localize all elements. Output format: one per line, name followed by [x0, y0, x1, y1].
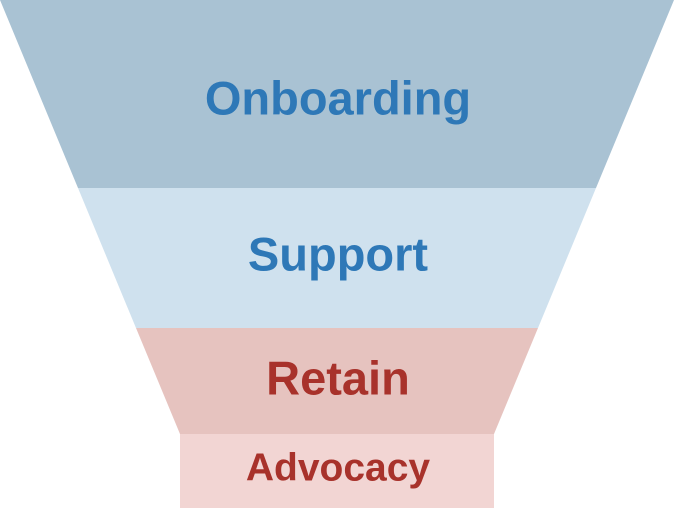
funnel-stage-retain: Retain — [136, 328, 538, 434]
funnel-stage-support: Support — [78, 188, 596, 328]
funnel-band-onboarding — [0, 0, 674, 188]
funnel-stage-advocacy: Advocacy — [180, 434, 494, 508]
stage-label-retain: Retain — [266, 352, 410, 405]
stage-label-onboarding: Onboarding — [205, 72, 471, 125]
stage-label-support: Support — [248, 228, 428, 281]
funnel-band-advocacy — [180, 434, 494, 508]
funnel-stage-onboarding: Onboarding — [0, 0, 674, 188]
funnel-band-support — [78, 188, 596, 328]
stage-label-advocacy: Advocacy — [246, 447, 431, 490]
funnel-band-retain — [136, 328, 538, 434]
